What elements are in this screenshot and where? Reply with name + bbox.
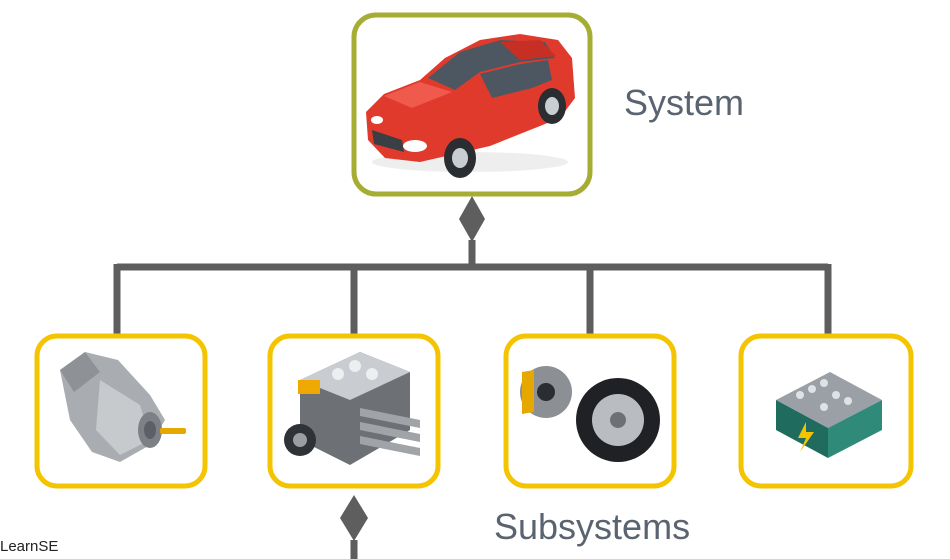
connector-tree [113, 240, 832, 559]
subsystem-node-transmission [34, 333, 208, 489]
subsystem-node-brake-wheel [503, 333, 677, 489]
subsystem-node-engine [267, 333, 441, 489]
system-label: System [624, 82, 745, 123]
watermark-text: LearnSE [0, 538, 59, 555]
car-icon [366, 34, 575, 178]
composition-diamond-engine [340, 495, 368, 541]
engine-icon [284, 352, 420, 465]
transmission-icon [60, 352, 186, 462]
battery-icon [776, 372, 882, 458]
system-node [351, 12, 593, 197]
brake-and-wheel-icon [520, 366, 660, 462]
composition-diamond-system [459, 196, 485, 242]
subsystems-label: Subsystems [494, 506, 691, 547]
subsystem-node-battery [738, 333, 914, 489]
